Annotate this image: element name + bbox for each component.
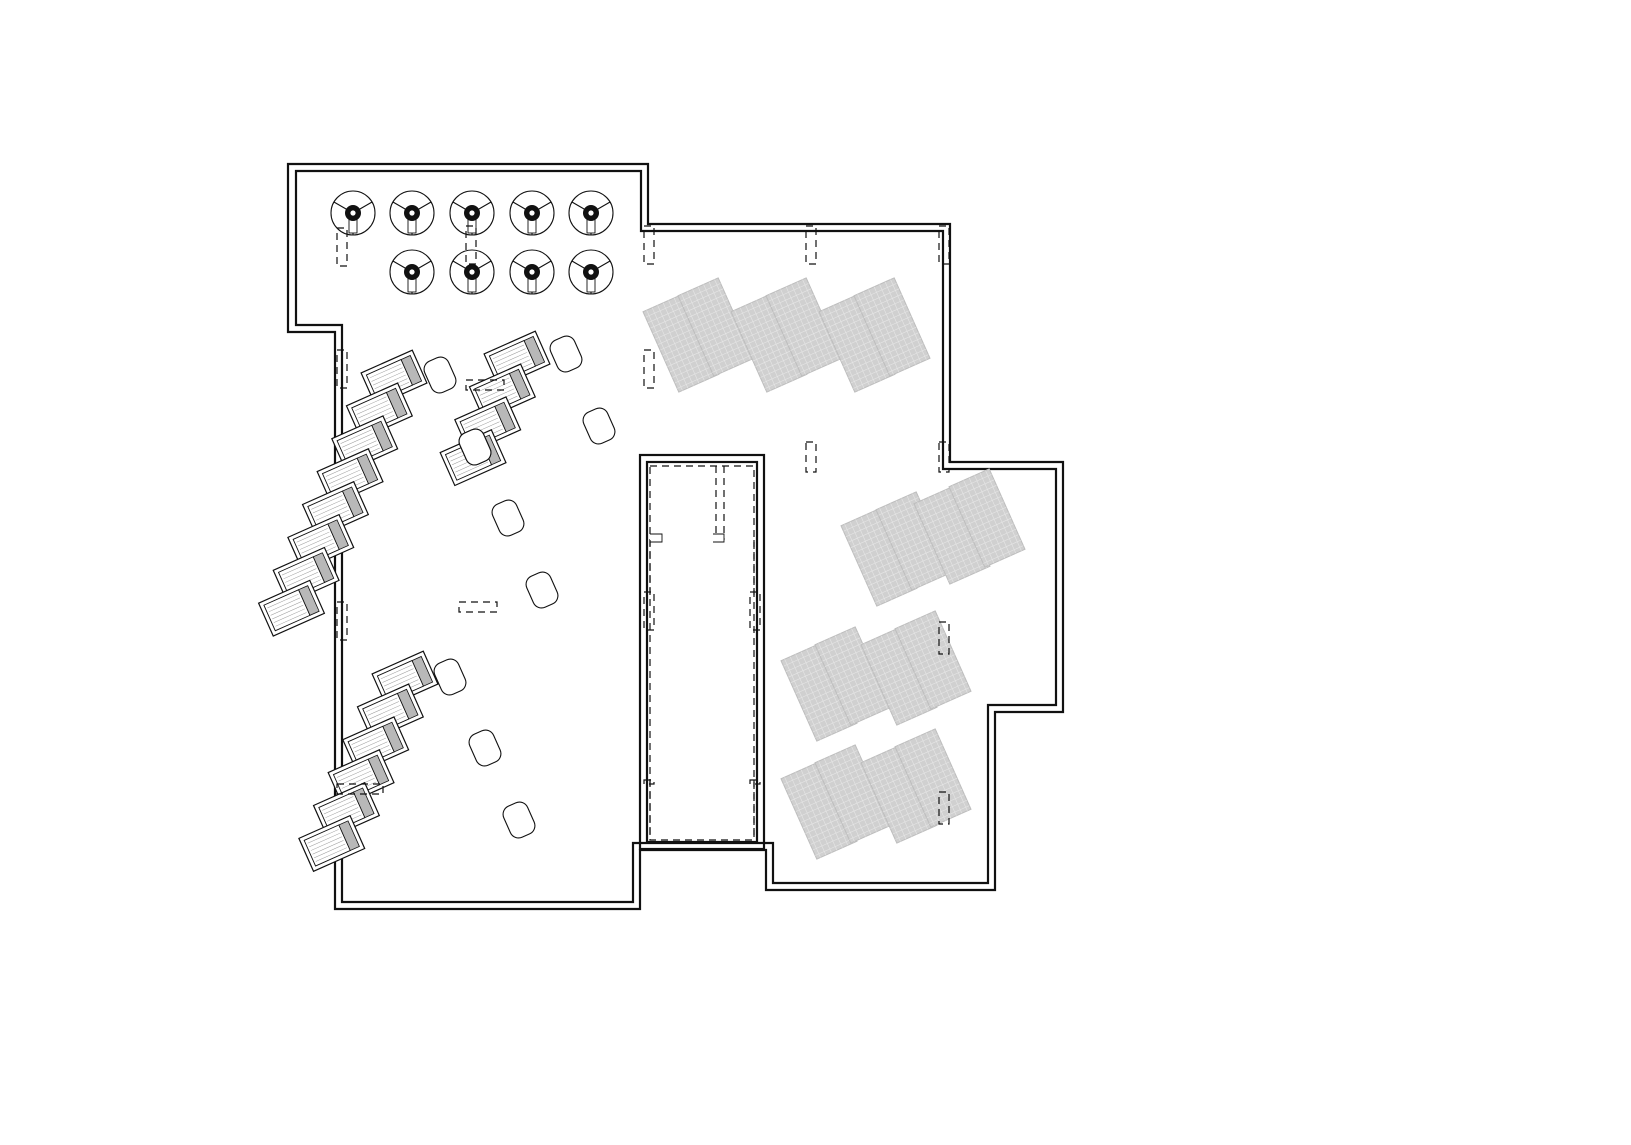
column-outline (336, 227, 348, 267)
workstation (298, 814, 366, 873)
fan-icon (568, 249, 614, 295)
chair (525, 571, 559, 609)
central-core (638, 453, 766, 851)
column-outline (643, 591, 655, 631)
solar-panel (780, 760, 858, 860)
chair (491, 499, 525, 537)
column-outline (749, 591, 761, 631)
column-outline (458, 601, 498, 613)
chair (423, 356, 457, 394)
solar-panel (642, 293, 720, 393)
solar-panel (677, 277, 755, 377)
solar-panel (860, 744, 938, 844)
column-outline (643, 225, 655, 265)
chair (549, 335, 583, 373)
chair (433, 658, 467, 696)
fan-icon (449, 190, 495, 236)
column-outline (336, 601, 348, 641)
outer-wall (286, 162, 1065, 911)
workstation-rows (257, 330, 551, 873)
solar-array (642, 277, 1026, 860)
fan-icon (449, 249, 495, 295)
column-outline (938, 621, 950, 655)
chair (502, 801, 536, 839)
fan-icon (509, 190, 555, 236)
solar-panel (894, 728, 972, 828)
column-outline (938, 441, 950, 473)
solar-panel (948, 468, 1026, 568)
solar-panel (894, 610, 972, 710)
column-outline (938, 225, 950, 265)
column-outline (749, 779, 761, 785)
column-outline (643, 779, 655, 785)
column-outline (465, 225, 477, 265)
chair-set (423, 335, 616, 839)
fan-icon (509, 249, 555, 295)
column-outline (336, 349, 348, 389)
fan-icon (389, 249, 435, 295)
chair (468, 729, 502, 767)
hidden-columns (336, 225, 950, 825)
column-outline (938, 791, 950, 825)
workstation (257, 579, 326, 637)
fan-icon (330, 190, 376, 236)
column-outline (805, 441, 817, 473)
solar-panel (814, 744, 892, 844)
fan-icon (389, 190, 435, 236)
column-outline (643, 349, 655, 389)
column-outline (336, 783, 384, 795)
solar-panel (818, 293, 896, 393)
solar-panel (853, 277, 931, 377)
chair (582, 407, 616, 445)
fan-array (330, 190, 614, 295)
fan-icon (568, 190, 614, 236)
column-outline (465, 379, 505, 391)
chair (458, 428, 492, 466)
column-outline (805, 225, 817, 265)
